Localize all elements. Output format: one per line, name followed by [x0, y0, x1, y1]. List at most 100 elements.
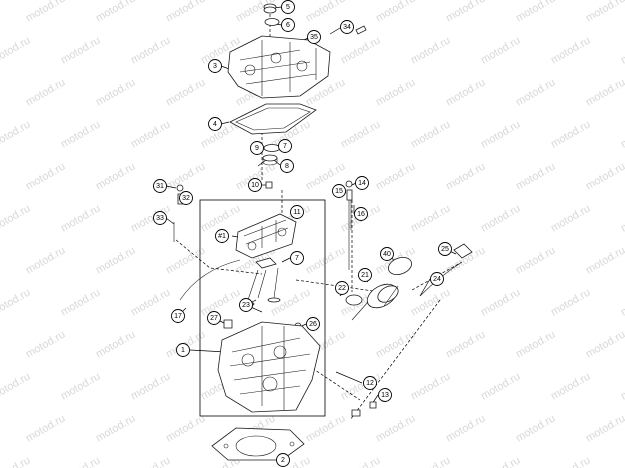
callout-c32: 32	[179, 191, 193, 205]
callout-circle	[278, 139, 292, 153]
callout-c3: 3	[208, 59, 222, 73]
callout-c14: 14	[355, 176, 369, 190]
callout-number: 1	[181, 347, 185, 354]
callout-circle	[276, 453, 290, 467]
callout-circle	[332, 184, 346, 198]
callout-c34: 34	[340, 20, 354, 34]
callout-number: #1	[218, 233, 226, 240]
callout-number: 9	[255, 145, 259, 152]
callout-circle	[358, 268, 372, 282]
callout-c10: 10	[248, 178, 262, 192]
valve-cover-parts	[227, 3, 367, 189]
callout-number: 32	[182, 195, 190, 202]
callout-circle	[307, 30, 321, 44]
callout-circle	[430, 272, 444, 286]
callout-circle	[208, 59, 222, 73]
assembly-box	[199, 199, 326, 417]
callout-number: 10	[251, 182, 259, 189]
callout-c1: 1	[176, 343, 190, 357]
callout-circle	[363, 376, 377, 390]
callout-number: 21	[361, 272, 369, 279]
callout-number: 5	[286, 4, 290, 11]
callout-circle	[176, 343, 190, 357]
callout-number: 6	[286, 22, 290, 29]
callout-circle	[153, 211, 167, 225]
callout-circle	[215, 229, 229, 243]
callout-c23: 23	[239, 298, 253, 312]
callout-number: 23	[242, 302, 250, 309]
callout-c5: 5	[281, 0, 295, 14]
callout-circle	[207, 311, 221, 325]
callout-c35: 35	[307, 30, 321, 44]
callout-c7a: 7	[278, 139, 292, 153]
callout-circle	[438, 242, 452, 256]
callout-c27: 27	[207, 311, 221, 325]
callout-number: 26	[309, 321, 317, 328]
callout-circle	[281, 0, 295, 14]
callout-number: 7	[283, 143, 287, 150]
callout-number: 17	[174, 313, 182, 320]
callout-c33: 33	[153, 211, 167, 225]
callout-circle	[239, 298, 253, 312]
callout-number: 13	[381, 392, 389, 399]
callout-number: 25	[441, 246, 449, 253]
callout-c6: 6	[281, 18, 295, 32]
callout-circle	[153, 179, 167, 193]
callout-number: 3	[213, 63, 217, 70]
callout-circle	[340, 20, 354, 34]
callout-c21: 21	[358, 268, 372, 282]
callout-circle	[248, 178, 262, 192]
callout-circle	[179, 191, 193, 205]
callout-number: 22	[338, 285, 346, 292]
callout-number: 16	[357, 211, 365, 218]
callout-number: 7	[295, 255, 299, 262]
callout-number: 27	[210, 315, 218, 322]
callout-circle	[280, 159, 294, 173]
callout-c7b: 7	[290, 251, 304, 265]
callout-c16: 16	[354, 207, 368, 221]
callout-c22: 22	[335, 281, 349, 295]
callout-number: 11	[293, 209, 300, 216]
callout-number: 31	[156, 183, 164, 190]
callout-c1a: #1	[215, 229, 229, 243]
callout-circle	[354, 207, 368, 221]
callout-c15: 15	[332, 184, 346, 198]
callout-number: 35	[310, 34, 318, 41]
callout-circle	[171, 309, 185, 323]
callout-number: 2	[281, 457, 285, 464]
callout-c26: 26	[306, 317, 320, 331]
callout-number: 24	[433, 276, 441, 283]
callout-c9: 9	[250, 141, 264, 155]
callout-c2: 2	[276, 453, 290, 467]
callout-circle	[355, 176, 369, 190]
callout-circle	[290, 251, 304, 265]
callout-c17: 17	[171, 309, 185, 323]
callout-circle	[250, 141, 264, 155]
callout-number: 14	[358, 180, 366, 187]
callout-c13: 13	[378, 388, 392, 402]
callout-c11: 11	[290, 205, 304, 219]
callout-number: 15	[335, 188, 343, 195]
callout-circle	[208, 117, 222, 131]
callout-number: 8	[285, 163, 289, 170]
callout-number: 12	[366, 380, 374, 387]
callout-circle	[306, 317, 320, 331]
callout-circle	[281, 18, 295, 32]
callout-c4: 4	[208, 117, 222, 131]
callout-c31: 31	[153, 179, 167, 193]
callout-number: 34	[343, 24, 351, 31]
callout-c24: 24	[430, 272, 444, 286]
callout-circle	[335, 281, 349, 295]
callout-circle	[380, 247, 394, 261]
callout-c8: 8	[280, 159, 294, 173]
callout-number: 4	[213, 121, 217, 128]
callout-circle	[290, 205, 304, 219]
callout-number: 40	[383, 251, 391, 258]
callout-c25: 25	[438, 242, 452, 256]
callout-number: 33	[156, 215, 164, 222]
callout-circle	[378, 388, 392, 402]
callout-c12: 12	[363, 376, 377, 390]
